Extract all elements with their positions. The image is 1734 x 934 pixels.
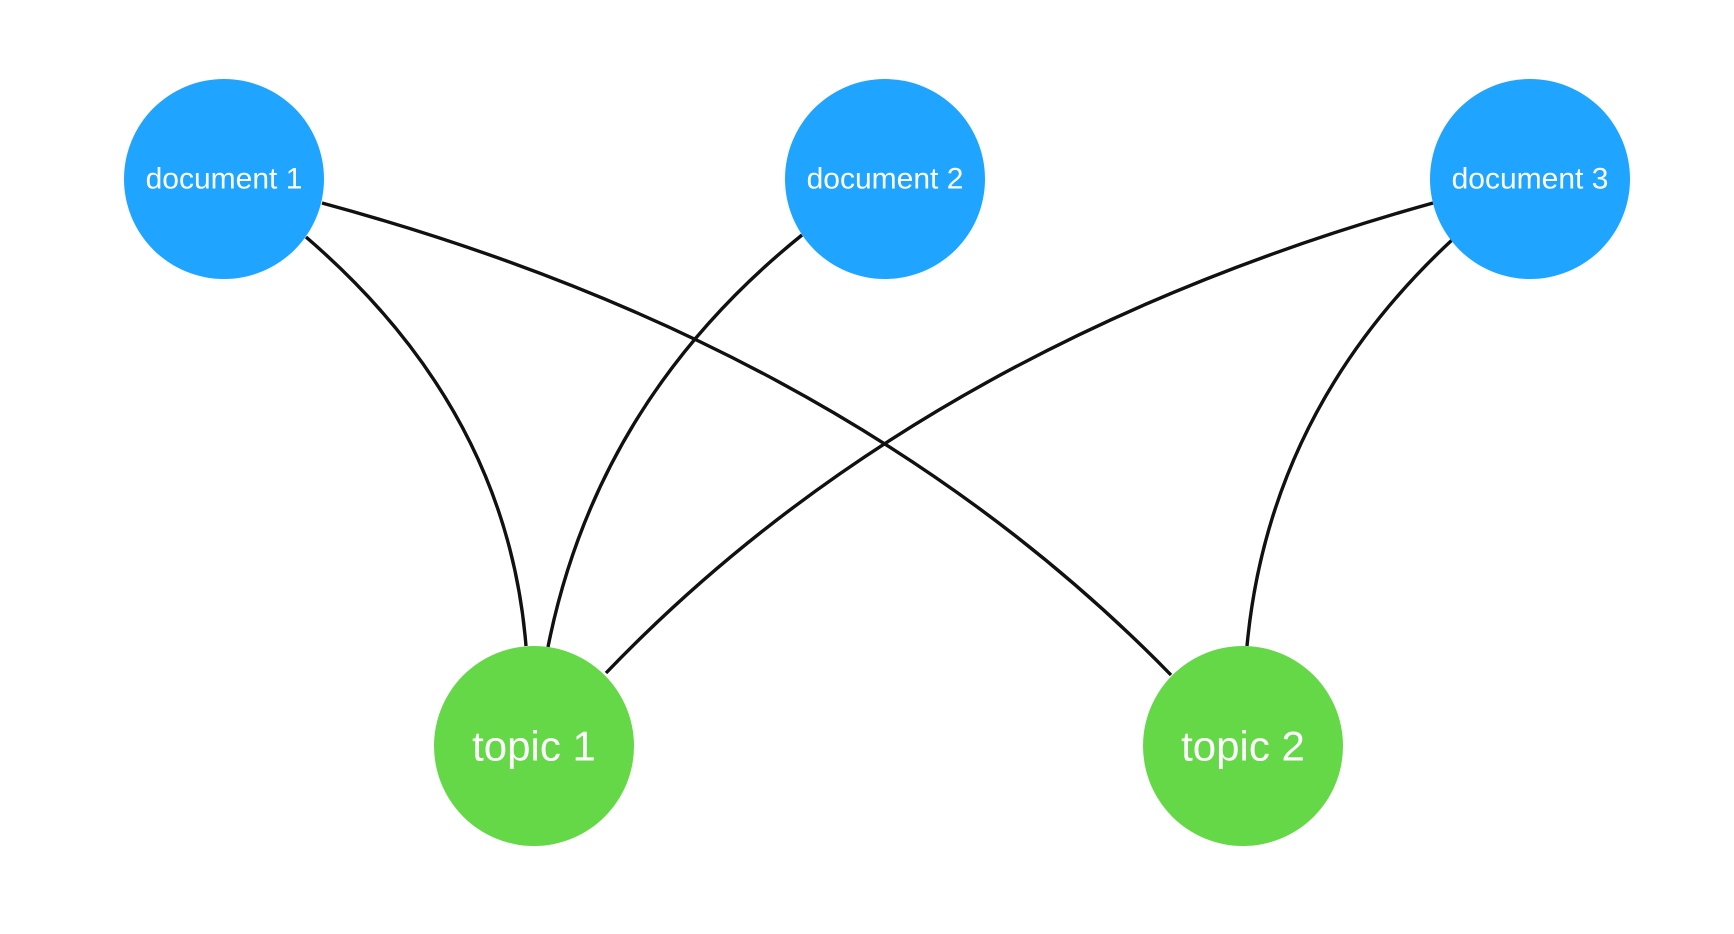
topic-node-1: topic 1 [434, 646, 634, 846]
edge-d1-t2 [321, 201, 1173, 677]
document-node-3-circle [1430, 79, 1630, 279]
document-node-1-label: document 1 [146, 163, 303, 196]
topic-node-2-label: topic 2 [1181, 723, 1305, 770]
nodes-layer: document 1 document 2 document 3 topic 1… [124, 79, 1630, 846]
topic-node-1-label: topic 1 [472, 723, 596, 770]
document-node-2-label: document 2 [807, 163, 964, 196]
document-node-1: document 1 [124, 79, 324, 279]
document-node-3: document 3 [1430, 79, 1630, 279]
topic-node-1-circle [434, 646, 634, 846]
document-node-2-circle [785, 79, 985, 279]
edges-layer [304, 201, 1454, 677]
topic-node-2: topic 2 [1143, 646, 1343, 846]
topic-node-2-circle [1143, 646, 1343, 846]
edge-d1-t1 [304, 235, 528, 647]
document-node-2: document 2 [785, 79, 985, 279]
edge-d2-t1 [546, 233, 804, 648]
document-node-1-circle [124, 79, 324, 279]
edge-d3-t2 [1245, 238, 1454, 647]
document-node-3-label: document 3 [1452, 163, 1609, 196]
edge-d3-t1 [604, 201, 1434, 675]
